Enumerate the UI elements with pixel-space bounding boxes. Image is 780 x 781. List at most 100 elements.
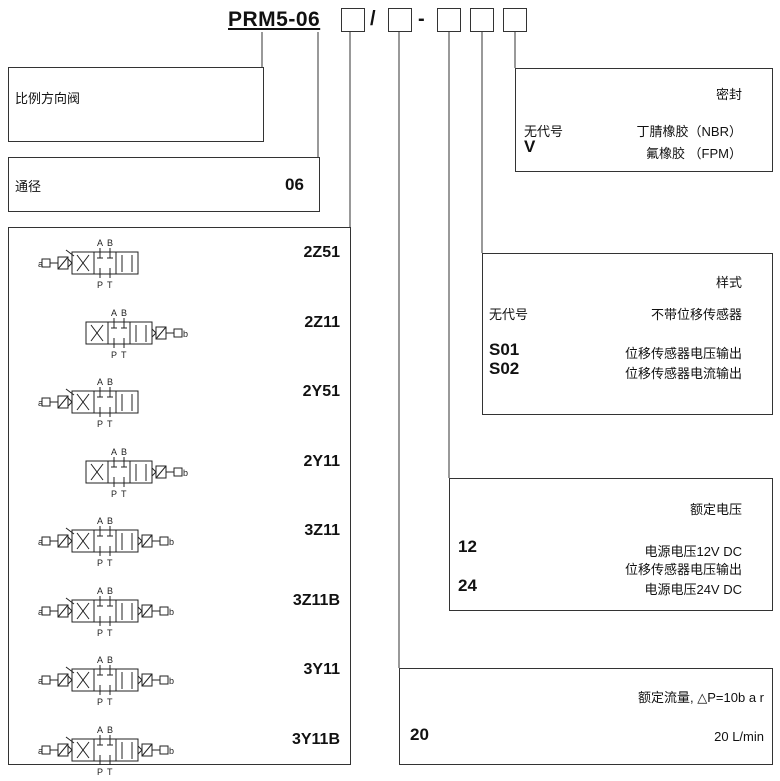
spool-code-3z11b: 3Z11B — [292, 591, 340, 609]
voltage-title: 额定电压 — [689, 502, 742, 517]
voltage-desc-0: 电源电压12V DC — [644, 544, 742, 559]
spool-cell — [115, 390, 139, 414]
seal-desc-0: 丁腈橡胶（NBR） — [636, 124, 742, 139]
bore-value: 06 — [285, 175, 304, 194]
port-p-label: P — [97, 558, 103, 568]
spool-cell — [115, 738, 139, 761]
seal-code-0: 无代号 — [524, 124, 564, 139]
solenoid-a-label: a — [38, 607, 43, 617]
spool-cell — [115, 529, 139, 553]
port-a-label: A — [97, 516, 103, 526]
port-b-label: B — [107, 725, 113, 735]
style-desc-1: 位移传感器电压输出 — [624, 346, 742, 361]
port-b-label: B — [107, 586, 113, 596]
slot-style — [470, 8, 494, 32]
port-t-label: T — [107, 280, 113, 290]
separator-dash: - — [418, 8, 425, 30]
style-code-1: S01 — [489, 340, 520, 359]
solenoid-a-label: a — [38, 746, 43, 756]
style-code-0: 无代号 — [489, 307, 529, 322]
seal-title: 密封 — [715, 87, 742, 102]
spool-cell — [115, 251, 139, 275]
slot-voltage — [437, 8, 461, 32]
port-a-label: A — [97, 586, 103, 596]
port-t-label: T — [107, 628, 113, 638]
voltage-desc-0b: 位移传感器电压输出 — [624, 562, 742, 577]
spool-code-3y11: 3Y11 — [303, 661, 340, 678]
port-a-label: A — [111, 447, 117, 457]
port-t-label: T — [107, 419, 113, 429]
separator-slash: / — [370, 8, 376, 30]
spool-code-2y51: 2Y51 — [302, 383, 340, 400]
style-code-2: S02 — [489, 359, 520, 378]
port-p-label: P — [111, 350, 117, 360]
port-t-label: T — [107, 767, 113, 777]
port-a-label: A — [97, 238, 103, 248]
spool-cell — [93, 599, 117, 622]
slot-spool — [341, 8, 365, 32]
port-b-label: B — [107, 516, 113, 526]
solenoid-a-label: a — [38, 676, 43, 686]
port-b-label: B — [121, 308, 127, 318]
solenoid-b-label: b — [169, 676, 174, 686]
spool-cell — [93, 390, 117, 414]
port-t-label: T — [121, 350, 127, 360]
port-t-label: T — [107, 558, 113, 568]
voltage-desc-1: 电源电压24V DC — [644, 582, 742, 597]
port-b-label: B — [107, 377, 113, 387]
spool-cell — [129, 460, 153, 483]
spool-cell — [107, 460, 131, 483]
solenoid-b-label: b — [169, 746, 174, 756]
port-p-label: P — [111, 489, 117, 499]
style-desc-0: 不带位移传感器 — [650, 307, 742, 322]
port-a-label: A — [111, 308, 117, 318]
solenoid-a-label: a — [38, 537, 43, 547]
spool-code-3y11b: 3Y11B — [291, 730, 340, 748]
voltage-box: 额定电压 12 电源电压12V DC 位移传感器电压输出 24 电源电压24V … — [449, 478, 773, 611]
spool-cell — [115, 599, 139, 622]
bore-box: 通径 06 — [8, 157, 320, 212]
voltage-code-0: 12 — [458, 537, 477, 556]
port-p-label: P — [97, 419, 103, 429]
port-b-label: B — [107, 238, 113, 248]
style-desc-2: 位移传感器电流输出 — [624, 366, 742, 381]
spool-cell — [115, 668, 139, 692]
solenoid-b-label: b — [169, 607, 174, 617]
spool-cell — [93, 738, 117, 761]
port-a-label: A — [97, 377, 103, 387]
solenoid-b-label: b — [169, 537, 174, 547]
port-b-label: B — [107, 655, 113, 665]
seal-code-1: V — [524, 137, 536, 156]
style-title: 样式 — [715, 275, 742, 290]
spool-cell — [93, 251, 117, 275]
flow-title: 额定流量, △P=10b a r — [638, 690, 764, 705]
spool-code-2z51: 2Z51 — [303, 244, 340, 261]
port-b-label: B — [121, 447, 127, 457]
flow-code-0: 20 — [410, 725, 429, 744]
slot-seal — [503, 8, 527, 32]
valve-type-label: 比例方向阀 — [15, 91, 81, 106]
port-p-label: P — [97, 628, 103, 638]
spool-cell — [129, 321, 153, 344]
spool-code-2z11: 2Z11 — [304, 313, 340, 331]
model-prefix: PRM5-06 — [228, 8, 321, 31]
spool-cell — [93, 529, 117, 553]
solenoid-b-label: b — [183, 468, 188, 478]
port-p-label: P — [97, 767, 103, 777]
spool-cell — [93, 668, 117, 692]
port-t-label: T — [121, 489, 127, 499]
port-p-label: P — [97, 697, 103, 707]
flow-desc-0: 20 L/min — [714, 729, 764, 744]
seal-desc-1: 氟橡胶 （FPM） — [645, 146, 742, 161]
style-box: 样式 无代号 不带位移传感器 S01 位移传感器电压输出 S02 位移传感器电流… — [482, 253, 773, 415]
spool-box — [8, 227, 351, 765]
seal-box: 密封 无代号 丁腈橡胶（NBR） V 氟橡胶 （FPM） — [515, 68, 773, 172]
flow-box: 额定流量, △P=10b a r 20 20 L/min — [399, 668, 773, 765]
port-a-label: A — [97, 655, 103, 665]
port-p-label: P — [97, 280, 103, 290]
